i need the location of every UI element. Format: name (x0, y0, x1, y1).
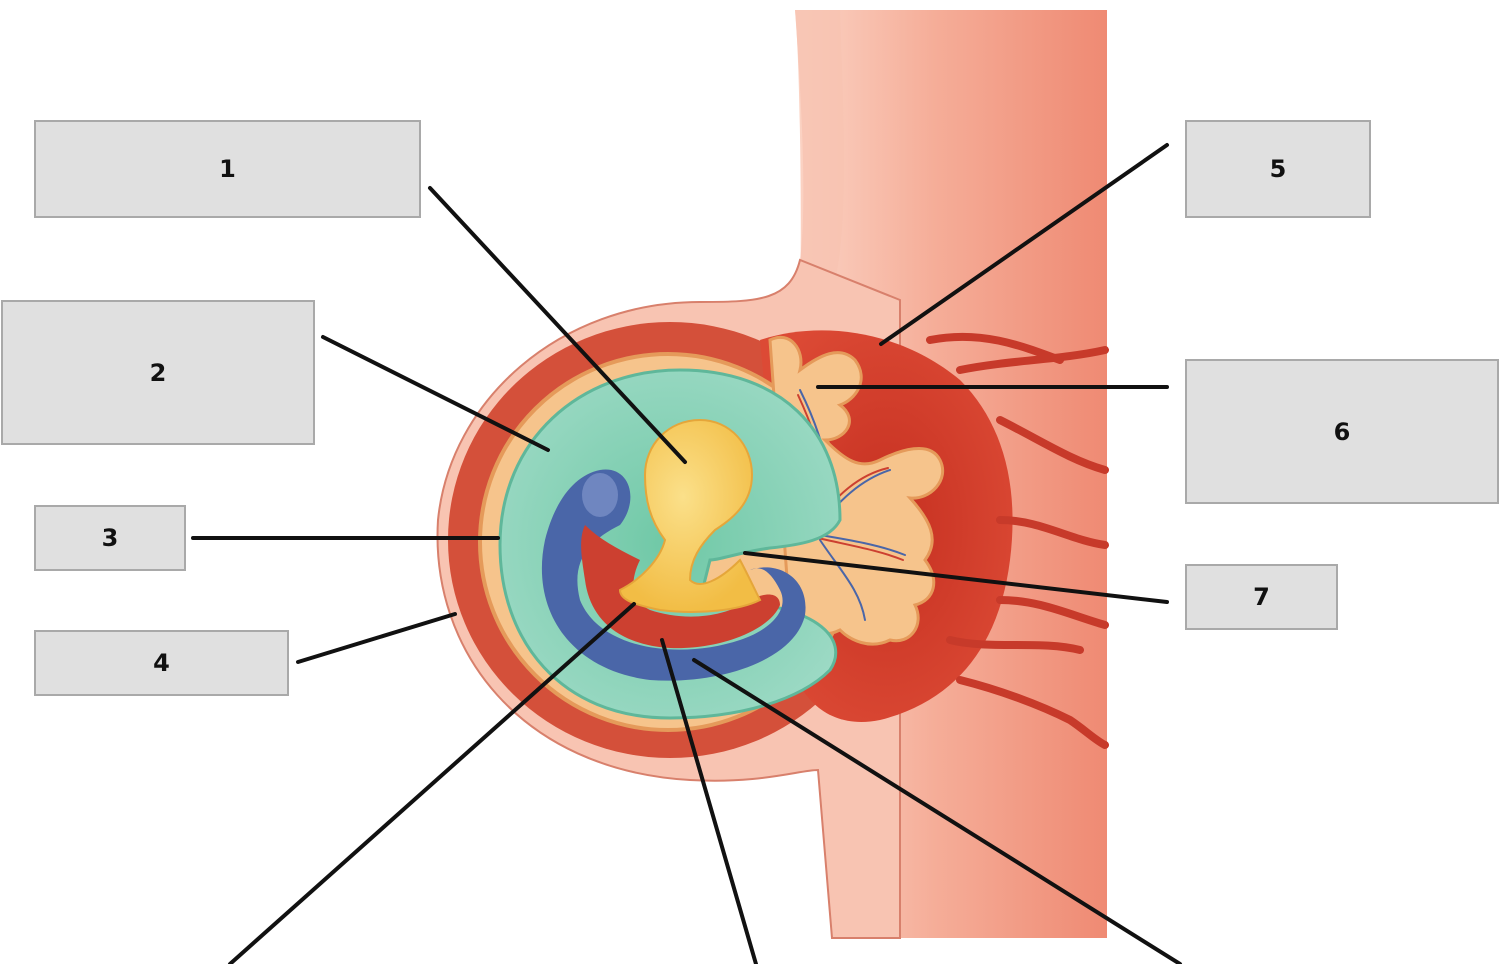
leader-line-2 (321, 335, 550, 452)
leader-line-1 (428, 186, 687, 464)
label-box-7[interactable]: 7 (1185, 564, 1338, 630)
leader-lines (191, 143, 1182, 964)
leader-line-9 (660, 638, 758, 964)
maternal-vessels (926, 332, 1109, 749)
uterine-wall-inner-band (740, 10, 844, 302)
label-text-1: 1 (219, 155, 236, 183)
amnion-layer (541, 469, 806, 681)
label-text-5: 5 (1269, 155, 1287, 183)
label-text-4: 4 (153, 649, 170, 677)
label-box-2[interactable]: 2 (1, 300, 315, 445)
label-text-2: 2 (149, 358, 167, 387)
label-box-1[interactable]: 1 (34, 120, 421, 218)
yolk-sac (618, 418, 762, 613)
label-box-6[interactable]: 6 (1185, 359, 1499, 504)
chorionic-villi (768, 335, 945, 646)
label-text-7: 7 (1253, 583, 1270, 611)
leader-line-10 (692, 658, 1182, 964)
label-text-6: 6 (1333, 417, 1351, 446)
leader-line-7 (743, 551, 1169, 604)
label-box-3[interactable]: 3 (34, 505, 186, 571)
leader-line-8 (228, 602, 636, 964)
leader-line-4 (296, 612, 457, 664)
embryonic-layer (581, 525, 780, 649)
label-text-3: 3 (101, 524, 119, 552)
leader-line-5 (879, 143, 1169, 346)
label-box-4[interactable]: 4 (34, 630, 289, 696)
amnion-highlight (582, 473, 618, 517)
label-box-5[interactable]: 5 (1185, 120, 1371, 218)
